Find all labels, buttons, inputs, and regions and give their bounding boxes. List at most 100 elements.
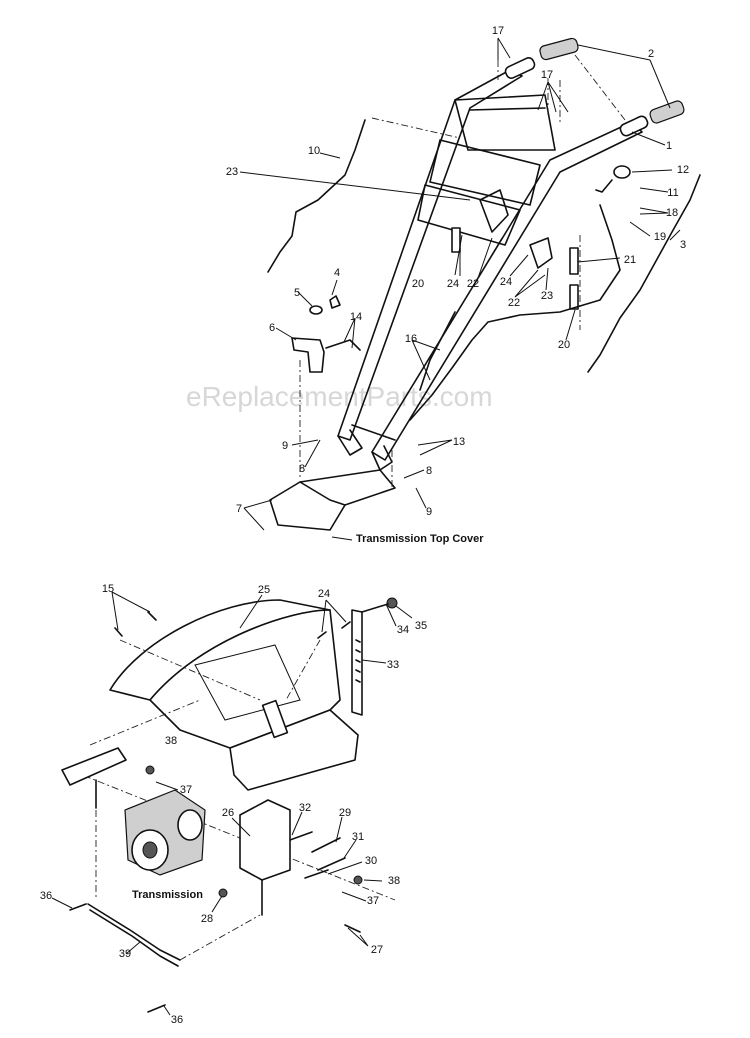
callout: 39 [119, 948, 131, 960]
leader-13 [417, 439, 453, 456]
leader-35 [395, 605, 413, 619]
leader-34 [385, 603, 397, 627]
callout: 9 [426, 506, 432, 518]
callout: 5 [294, 287, 300, 299]
dash-a [371, 117, 461, 139]
right-grip [619, 115, 649, 137]
callout: 31 [352, 831, 364, 843]
callout: 8 [299, 463, 305, 475]
callout: 10 [308, 145, 320, 157]
bolt-24a [317, 631, 327, 639]
rod-dash-right [179, 914, 261, 961]
leader-39 [125, 941, 141, 955]
leader-26 [231, 817, 251, 837]
leader-3 [669, 229, 681, 241]
callout-numbers: 17 2 17 1 10 12 23 11 18 19 3 21 4 20 24… [40, 25, 689, 1026]
console-plate [417, 184, 521, 246]
hinge-bracket [261, 699, 289, 739]
lever-23-upper [479, 189, 509, 233]
lever-11 [595, 179, 613, 193]
callout: 25 [258, 584, 270, 596]
callout: 26 [222, 807, 234, 819]
upper-dash-lines [371, 45, 626, 330]
tine-shield-assembly [109, 597, 398, 791]
callout: 9 [282, 440, 288, 452]
cables [267, 119, 701, 421]
leader-30 [327, 861, 363, 875]
callout: 21 [624, 254, 636, 266]
callout: 6 [269, 322, 275, 334]
depth-bar-33 [351, 609, 363, 716]
callout: 38 [388, 875, 400, 887]
lever-23-lower [529, 237, 553, 269]
callout: 12 [677, 164, 689, 176]
handle-top-brace [454, 94, 556, 151]
nut-38-left [145, 765, 155, 775]
callout: 18 [666, 207, 678, 219]
leader-37-left [155, 781, 179, 791]
callout: 14 [350, 311, 362, 323]
callout: 32 [299, 802, 311, 814]
leader-10 [319, 152, 341, 159]
callout: 1 [666, 140, 672, 152]
transmission-shaft [142, 841, 158, 859]
callout: 23 [226, 166, 238, 178]
pad-20-upper [451, 227, 461, 253]
bolt-31 [317, 857, 346, 871]
leader-27 [347, 927, 369, 947]
callout: 19 [654, 231, 666, 243]
handle-right-foot [371, 445, 393, 471]
leader-31 [343, 839, 357, 859]
callout: 3 [680, 239, 686, 251]
bolt15-dash [119, 639, 261, 701]
leader-1 [631, 131, 666, 146]
callout: 22 [467, 278, 479, 290]
callout: 20 [412, 278, 424, 290]
pad-20-lower [569, 284, 579, 310]
bolt-14 [325, 339, 361, 351]
leader-18 [639, 207, 669, 215]
dash-e [574, 54, 626, 121]
handle-top-brace-edge [469, 107, 546, 111]
lower-fasteners [114, 611, 351, 639]
leader-33 [361, 659, 387, 664]
leader-21 [577, 257, 621, 263]
axle-and-transmission [61, 639, 396, 1013]
left-mount-plate [61, 747, 127, 786]
bolt-36-bottom [147, 1004, 166, 1013]
handle-lower-brace [351, 424, 396, 441]
leader-20-lower [565, 309, 576, 341]
leader-25 [239, 594, 263, 629]
callout: 35 [415, 620, 427, 632]
callout: 22 [508, 297, 520, 309]
bolt-15b [147, 611, 157, 621]
label-transmission: Transmission [132, 889, 203, 901]
shield-25-body [149, 609, 341, 749]
leader-9-right [415, 487, 427, 509]
callout: 33 [387, 659, 399, 671]
rod-39-edge [89, 909, 179, 967]
bolt-24b [341, 621, 351, 629]
callout: 17 [541, 69, 553, 81]
leader-22-top [477, 237, 503, 279]
leader-23-top [239, 171, 471, 201]
callout: 15 [102, 583, 114, 595]
cable-21 [409, 204, 621, 421]
bracket-6 [291, 337, 325, 373]
clip-30 [304, 869, 329, 879]
leader-top-cover [331, 536, 353, 541]
grip-part-2b [649, 100, 685, 124]
callout: 24 [318, 588, 330, 600]
callout: 8 [426, 465, 432, 477]
leader-36-bottom [163, 1005, 171, 1016]
pin-34 [361, 603, 389, 613]
leader-8-right [403, 469, 425, 479]
shield-mount-dash [89, 699, 201, 746]
bolt-32 [289, 831, 313, 841]
cable-3 [587, 174, 701, 373]
callout: 13 [453, 436, 465, 448]
callout: 34 [397, 624, 409, 636]
bolt-15a [114, 627, 123, 637]
